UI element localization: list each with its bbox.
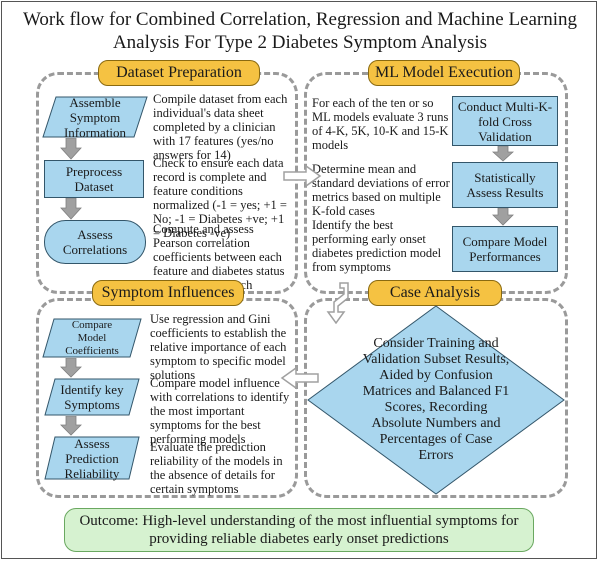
compare-coefficients-label: Compare Model Coefficients (65, 318, 119, 357)
down-arrow-icon (492, 146, 514, 162)
symptom-description-2: Compare model influence with correlation… (150, 376, 290, 446)
assess-correlations-step: Assess Correlations (44, 220, 146, 264)
dataset-preparation-header: Dataset Preparation (98, 60, 260, 86)
dataset-description-1: Compile dataset from each individual's d… (153, 92, 288, 162)
case-analysis-diamond: Consider Training and Validation Subset … (306, 304, 566, 496)
zigzag-down-arrow-icon (326, 282, 349, 324)
compare-coefficients-step: Compare Model Coefficients (42, 318, 142, 358)
case-analysis-header: Case Analysis (368, 280, 502, 306)
ml-description-1: For each of the ten or so ML models eval… (312, 96, 449, 152)
diamond-shape (307, 305, 565, 495)
left-arrow-icon (280, 366, 319, 390)
ml-execution-header: ML Model Execution (368, 60, 520, 86)
identify-key-symptoms-label: Identify key Symptoms (60, 382, 124, 412)
rounded-terminal-shape (44, 220, 146, 264)
parallelogram-shape (44, 378, 140, 416)
assess-reliability-step: Assess Prediction Reliability (44, 435, 140, 481)
down-arrow-icon (60, 138, 82, 160)
assess-reliability-label: Assess Prediction Reliability (64, 435, 120, 481)
parallelogram-shape (44, 436, 140, 480)
compare-performances-step: Compare Model Performances (452, 226, 558, 272)
compare-performances-label: Compare Model Performances (462, 234, 548, 264)
ml-description-3: Identify the best performing early onset… (312, 218, 442, 274)
cross-validation-label: Conduct Multi-K-fold Cross Validation (457, 98, 553, 144)
assess-correlations-label: Assess Correlations (62, 227, 128, 257)
symptom-influences-header: Symptom Influences (92, 280, 244, 306)
dataset-description-2: Check to ensure each data record is comp… (153, 156, 287, 240)
statistically-assess-step: Statistically Assess Results (452, 162, 558, 208)
symptom-description-1: Use regression and Gini coefficients to … (150, 312, 287, 382)
down-arrow-icon (60, 358, 82, 378)
identify-key-symptoms-step: Identify key Symptoms (44, 378, 140, 416)
outcome-box: Outcome: High-level understanding of the… (64, 508, 534, 552)
statistically-assess-label: Statistically Assess Results (466, 170, 544, 200)
preprocess-dataset-label: Preprocess Dataset (65, 164, 123, 194)
parallelogram-shape (42, 96, 148, 138)
symptom-description-3: Evaluate the prediction reliability of t… (150, 440, 283, 496)
assemble-symptom-label: Assemble Symptom Information (63, 94, 127, 140)
case-analysis-text: Consider Training and Validation Subset … (362, 336, 510, 463)
ml-description-2: Determine mean and standard deviations o… (312, 162, 450, 218)
diagram-title: Work flow for Combined Correlation, Regr… (22, 9, 578, 53)
down-arrow-icon (492, 208, 514, 226)
right-arrow-icon (283, 164, 322, 188)
assemble-symptom-step: Assemble Symptom Information (42, 94, 148, 140)
down-arrow-icon (60, 198, 82, 220)
preprocess-dataset-step: Preprocess Dataset (44, 160, 144, 198)
cross-validation-step: Conduct Multi-K-fold Cross Validation (452, 96, 558, 146)
down-arrow-icon (60, 416, 82, 436)
parallelogram-shape (42, 318, 142, 358)
